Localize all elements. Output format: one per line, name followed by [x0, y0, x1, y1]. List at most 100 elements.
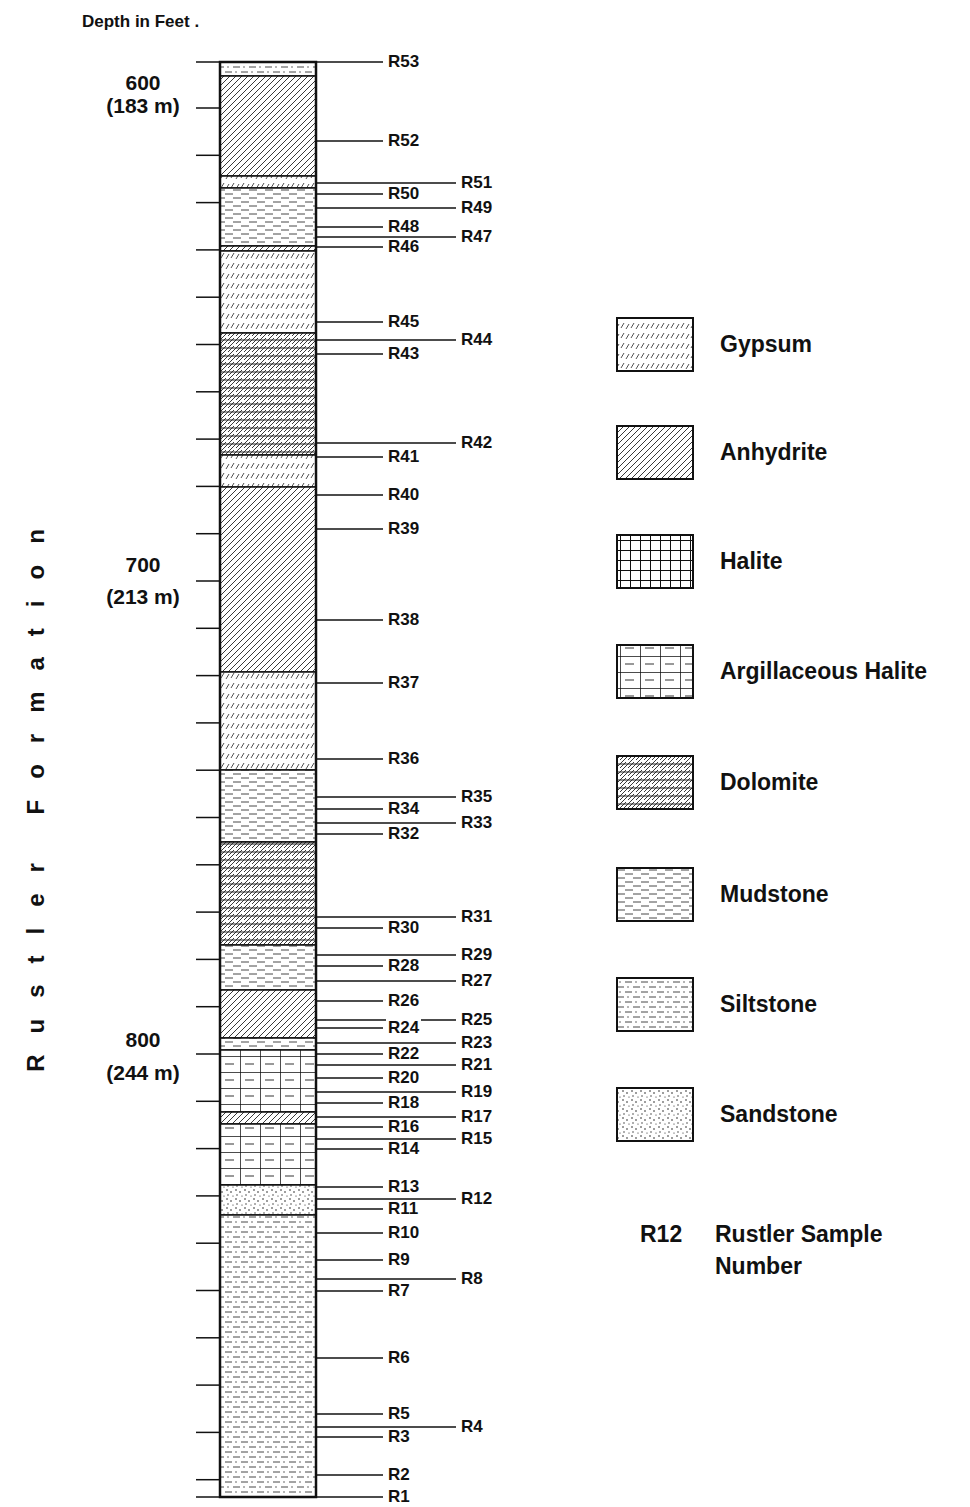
sample-number: R31	[459, 908, 494, 926]
depth-tick	[196, 959, 220, 961]
sample-number: R53	[386, 53, 421, 71]
sample-leader	[316, 1186, 383, 1187]
depth-tick	[196, 391, 220, 393]
sample-number: R39	[386, 520, 421, 538]
depth-tick	[196, 438, 220, 440]
legend-swatch	[617, 318, 693, 371]
sample-number: R22	[386, 1045, 421, 1063]
depth-tick	[196, 1006, 220, 1008]
sample-number: R7	[386, 1282, 412, 1300]
sample-leader	[316, 1027, 383, 1028]
sample-leader	[316, 916, 456, 917]
sample-number: R13	[386, 1178, 421, 1196]
depth-tick	[196, 1290, 220, 1292]
legend-label: Rustler Sample Number	[715, 1218, 945, 1282]
sample-number: R48	[386, 218, 421, 236]
sample-number: R38	[386, 611, 421, 629]
depth-tick	[196, 1242, 220, 1244]
sample-leader	[316, 1232, 383, 1233]
sample-leader	[316, 1126, 383, 1127]
sample-leader	[316, 1496, 383, 1497]
legend-swatch	[617, 645, 693, 698]
sample-number: R2	[386, 1466, 412, 1484]
depth-tick	[196, 202, 220, 204]
sample-number: R44	[459, 331, 494, 349]
legend-label: Mudstone	[720, 878, 829, 910]
sample-number: R17	[459, 1108, 494, 1126]
sample-leader	[316, 758, 383, 759]
rock-layer	[220, 76, 316, 176]
rock-layer	[220, 1185, 316, 1215]
sample-number: R33	[459, 814, 494, 832]
formation-name: Rustler Formation	[22, 508, 50, 1072]
sample-leader	[316, 1259, 383, 1260]
sample-number: R35	[459, 788, 494, 806]
sample-number: R4	[459, 1418, 485, 1436]
depth-tick	[196, 1101, 220, 1103]
sample-leader	[316, 321, 383, 322]
sample-leader	[316, 1357, 383, 1358]
rock-layer	[220, 1038, 316, 1050]
depth-tick	[196, 1432, 220, 1434]
sample-leader	[316, 61, 383, 62]
sample-number: R8	[459, 1270, 485, 1288]
sample-leader	[316, 822, 456, 823]
depth-tick	[196, 344, 220, 346]
depth-metric: (244 m)	[78, 1061, 208, 1085]
sample-number: R52	[386, 132, 421, 150]
depth-feet: 700	[78, 553, 208, 577]
sample-number: R18	[386, 1094, 421, 1112]
depth-metric: (213 m)	[78, 585, 208, 609]
rock-layer	[220, 1215, 316, 1497]
sample-number: R37	[386, 674, 421, 692]
legend-label: Anhydrite	[720, 436, 827, 468]
sample-number: R42	[459, 434, 494, 452]
sample-number: R36	[386, 750, 421, 768]
sample-number: R11	[386, 1200, 420, 1218]
legend-sample-number: R12	[640, 1218, 682, 1250]
axis-title: Depth in Feet .	[82, 12, 199, 32]
rock-layer	[220, 62, 316, 76]
sample-number: R30	[386, 919, 421, 937]
sample-leader	[316, 1436, 383, 1437]
sample-leader	[316, 965, 383, 966]
sample-leader	[316, 456, 383, 457]
sample-leader	[316, 1290, 383, 1291]
sample-number: R14	[386, 1140, 421, 1158]
sample-number: R9	[386, 1251, 412, 1269]
sample-leader	[316, 1474, 383, 1475]
depth-tick	[196, 155, 220, 157]
rock-layer	[220, 176, 316, 188]
sample-number: R27	[459, 972, 494, 990]
legend-label: Gypsum	[720, 328, 812, 360]
depth-tick	[196, 486, 220, 488]
sample-leader	[316, 980, 456, 981]
sample-number: R10	[386, 1224, 421, 1242]
sample-number: R5	[386, 1405, 412, 1423]
sample-leader	[316, 494, 383, 495]
legend-swatch	[617, 1088, 693, 1141]
sample-number: R47	[459, 228, 494, 246]
rock-layer	[220, 990, 316, 1038]
depth-tick	[196, 61, 220, 63]
depth-tick	[196, 296, 220, 298]
sample-leader	[316, 1148, 383, 1149]
sample-leader	[316, 1091, 456, 1092]
legend-swatch	[617, 756, 693, 809]
sample-leader	[316, 954, 456, 955]
depth-tick	[196, 1148, 220, 1150]
depth-tick	[196, 1496, 316, 1498]
legend-swatch	[617, 535, 693, 588]
legend-label: Siltstone	[720, 988, 817, 1020]
sample-number: R32	[386, 825, 421, 843]
depth-tick	[196, 107, 220, 109]
sample-number: R40	[386, 486, 421, 504]
sample-number: R46	[386, 238, 421, 256]
depth-tick	[196, 1337, 220, 1339]
rock-layer	[220, 1112, 316, 1124]
sample-number: R43	[386, 345, 421, 363]
sample-number: R29	[459, 946, 494, 964]
sample-leader	[316, 796, 456, 797]
depth-tick	[196, 1195, 220, 1197]
rock-layer	[220, 251, 316, 333]
